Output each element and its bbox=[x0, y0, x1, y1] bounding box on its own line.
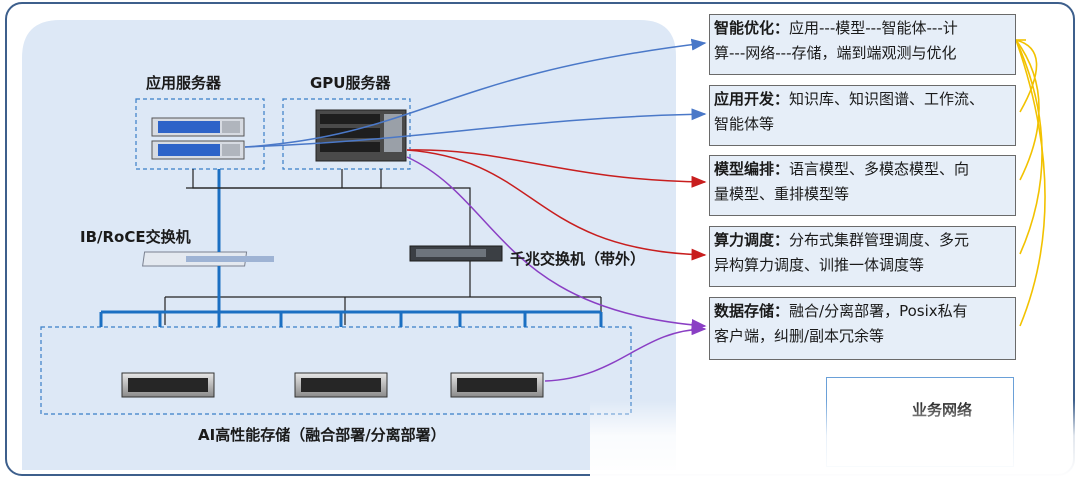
arrow-to-app-development bbox=[244, 108, 707, 148]
arrow-to-intelligent-optimization bbox=[244, 38, 707, 148]
info-box-app-development: 应用开发：知识库、知识图谱、工作流、 智能体等 bbox=[709, 85, 1016, 146]
arrow-to-model-orchestration bbox=[406, 149, 707, 188]
info-box-data-storage: 数据存储：融合/分离部署，Posix私有 客户端，纠删/副本冗余等 bbox=[709, 297, 1016, 360]
storage-node-1 bbox=[121, 372, 215, 398]
business-network-box: 业务网络 bbox=[826, 377, 1014, 467]
app-server-device bbox=[151, 117, 245, 160]
ai-storage-box bbox=[40, 326, 632, 415]
info-box-head: 模型编排： bbox=[714, 160, 790, 178]
info-box-compute-scheduling: 算力调度：分布式集群管理调度、多元 异构算力调度、训推一体调度等 bbox=[709, 226, 1016, 287]
arrow-to-compute-scheduling bbox=[406, 149, 707, 261]
arrow-storage-to-data-storage bbox=[544, 323, 707, 382]
arrow-gpu-to-data-storage bbox=[406, 156, 707, 331]
ai-storage-label: AI高性能存储（融合部署/分离部署） bbox=[198, 426, 446, 444]
app-server-box bbox=[135, 98, 265, 170]
gigabit-switch-device bbox=[409, 245, 503, 262]
info-box-text: 语言模型、多模态模型、向 bbox=[789, 160, 970, 178]
yellow-bracket-links bbox=[1015, 39, 1046, 327]
info-box-text: 知识库、知识图谱、工作流、 bbox=[789, 90, 985, 108]
info-box-text: 应用---模型---智能体---计 bbox=[789, 19, 958, 37]
info-box-text: 算---网络---存储，端到端观测与优化 bbox=[714, 44, 957, 62]
info-box-text: 量模型、重排模型等 bbox=[714, 185, 850, 203]
info-box-model-orchestration: 模型编排：语言模型、多模态模型、向 量模型、重排模型等 bbox=[709, 155, 1016, 216]
info-box-text: 异构算力调度、训推一体调度等 bbox=[714, 256, 925, 274]
app-server-label: 应用服务器 bbox=[146, 74, 222, 92]
info-box-text: 客户端，纠删/副本冗余等 bbox=[714, 327, 885, 345]
ib-switch-label: IB/RoCE交换机 bbox=[80, 228, 191, 246]
info-box-head: 数据存储： bbox=[714, 302, 790, 320]
gigabit-switch-label: 千兆交换机（带外） bbox=[510, 250, 646, 268]
info-box-head: 应用开发： bbox=[714, 90, 790, 108]
gpu-server-label: GPU服务器 bbox=[310, 74, 391, 92]
ib-roce-switch-device bbox=[142, 251, 274, 267]
info-box-head: 智能优化： bbox=[714, 19, 790, 37]
info-box-head: 算力调度： bbox=[714, 231, 790, 249]
storage-node-2 bbox=[294, 372, 388, 398]
outer-frame bbox=[5, 2, 1075, 476]
ib-roce-links bbox=[99, 169, 603, 327]
info-box-text: 智能体等 bbox=[714, 115, 775, 133]
info-box-text: 分布式集群管理调度、多元 bbox=[789, 231, 970, 249]
info-box-text: 融合/分离部署，Posix私有 bbox=[789, 302, 968, 320]
business-network-label: 业务网络 bbox=[912, 401, 973, 419]
gpu-server-box bbox=[282, 98, 411, 170]
info-box-intelligent-optimization: 智能优化：应用---模型---智能体---计 算---网络---存储，端到端观测… bbox=[709, 14, 1016, 75]
storage-node-3 bbox=[450, 372, 544, 398]
